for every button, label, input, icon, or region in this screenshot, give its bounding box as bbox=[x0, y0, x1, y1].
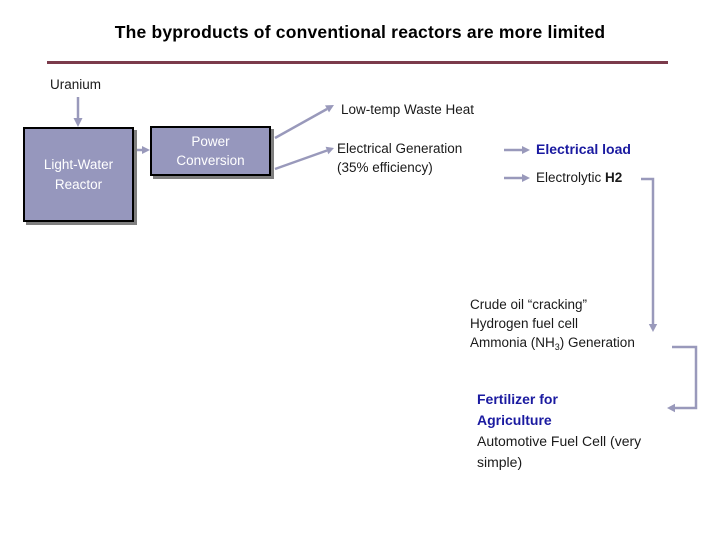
h2-to-products-connector bbox=[641, 177, 658, 332]
power-to-wasteheat-arrow bbox=[274, 105, 334, 140]
power-conversion-box: Power Conversion bbox=[150, 126, 271, 176]
reactor-to-power-arrow bbox=[137, 146, 150, 154]
ammonia-generation-label: Ammonia (NH3) Generation bbox=[470, 335, 635, 352]
h2-products-list: Crude oil “cracking” Hydrogen fuel cell … bbox=[470, 295, 635, 357]
low-temp-waste-heat-label: Low-temp Waste Heat bbox=[341, 102, 475, 117]
light-water-reactor-box: Light-Water Reactor bbox=[23, 127, 134, 222]
electrical-generation-label: Electrical Generation (35% efficiency) bbox=[337, 140, 462, 177]
elecgen-to-electrolytic-arrow bbox=[504, 174, 530, 182]
fertilizer-for-label: Fertilizer for bbox=[477, 391, 558, 407]
uranium-label: Uranium bbox=[50, 77, 102, 92]
power-box-label-line2: Conversion bbox=[176, 153, 245, 168]
hydrogen-fuel-cell-label: Hydrogen fuel cell bbox=[470, 316, 579, 331]
elecgen-to-load-arrow bbox=[504, 146, 530, 154]
uranium-down-arrow bbox=[73, 97, 83, 127]
ammonia-to-fertilizer-connector bbox=[667, 345, 698, 413]
electrical-generation-line2: (35% efficiency) bbox=[337, 159, 433, 175]
slide-title: The byproducts of conventional reactors … bbox=[114, 22, 606, 42]
electrolytic-text: Electrolytic bbox=[536, 170, 606, 185]
reactor-box-label-line2: Reactor bbox=[54, 176, 103, 192]
automotive-fuel-cell-line2: simple) bbox=[477, 454, 523, 470]
crude-oil-cracking-label: Crude oil “cracking” bbox=[470, 297, 588, 312]
electrical-load-label: Electrical load bbox=[536, 141, 631, 157]
fertilizer-block: Fertilizer for Agriculture Automotive Fu… bbox=[477, 389, 641, 473]
electrolytic-h2-label: Electrolytic H2 bbox=[536, 168, 622, 187]
reactor-box-label-line1: Light-Water bbox=[43, 157, 114, 172]
electrolytic-h2-bold: H2 bbox=[605, 170, 623, 185]
electrical-generation-line1: Electrical Generation bbox=[337, 141, 463, 156]
title-divider bbox=[47, 61, 668, 64]
automotive-fuel-cell-line1: Automotive Fuel Cell (very bbox=[477, 433, 642, 449]
power-box-label-line1: Power bbox=[191, 133, 230, 149]
power-to-elecgen-arrow bbox=[274, 146, 334, 171]
ammonia-subscript: 3 bbox=[554, 342, 560, 352]
agriculture-label: Agriculture bbox=[477, 412, 552, 428]
